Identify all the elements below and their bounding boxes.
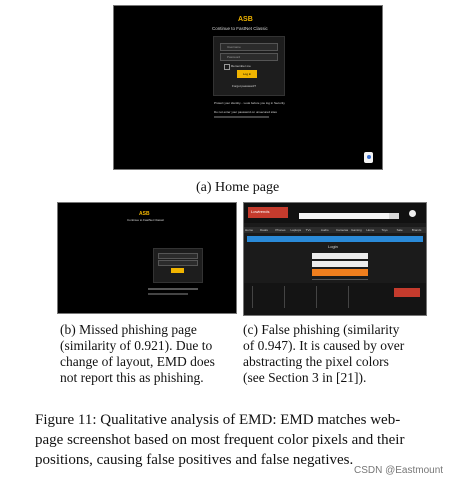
password-field[interactable]: Password: [220, 53, 278, 61]
footer-col-4: [348, 286, 373, 308]
nav-item[interactable]: Home: [366, 228, 375, 232]
username-field[interactable]: Username: [220, 43, 278, 51]
footer-col-3: [316, 286, 341, 308]
footer-c: [244, 283, 426, 315]
nav-item[interactable]: Deals: [260, 228, 268, 232]
nav-item[interactable]: Cameras: [336, 228, 349, 232]
caption-b-line-1: (b) Missed phishing page: [60, 322, 197, 337]
caption-c-line-3: abstracting the pixel colors: [243, 354, 389, 369]
login-button-b[interactable]: [171, 268, 184, 273]
footer-logo-c: [394, 288, 420, 297]
password-field-b[interactable]: [158, 260, 198, 266]
username-field-b[interactable]: [158, 253, 198, 259]
login-button[interactable]: Log in: [237, 70, 257, 78]
brand-logo: ASB: [238, 16, 253, 23]
remember-checkbox[interactable]: [224, 64, 230, 70]
search-button[interactable]: [389, 213, 399, 219]
nav-item[interactable]: Laptops: [290, 228, 302, 232]
login-title-c: Login: [328, 244, 338, 249]
caption-c-line-1: (c) False phishing (similarity: [243, 322, 400, 337]
password-placeholder: Password: [227, 55, 241, 59]
footer-line-1: Protect your identity... Look before you…: [214, 101, 285, 105]
nav-item[interactable]: Brands: [411, 228, 422, 232]
nav-item[interactable]: Phones: [275, 228, 286, 232]
login-panel-b: [153, 248, 203, 283]
page-heading: Continue to FastNet Classic: [212, 26, 268, 31]
login-panel: Username Password Remember me Log in For…: [213, 36, 285, 96]
footer-col-2: [284, 286, 309, 308]
forgot-link[interactable]: Forgot password?: [232, 84, 257, 88]
caption-c: (c) False phishing (similarity of 0.947)…: [243, 322, 425, 386]
footer-line-2: Do not enter your password on unsecured …: [214, 110, 277, 114]
username-placeholder: Username: [227, 45, 241, 49]
brand-logo-b: ASB: [139, 211, 150, 217]
nav-item[interactable]: Audio: [320, 228, 329, 232]
home-page-screenshot: ASB Continue to FastNet Classic Username…: [113, 5, 383, 170]
nav-item[interactable]: TVs: [305, 228, 311, 232]
nav-item[interactable]: Sale: [396, 228, 403, 232]
divider-c: [312, 279, 368, 280]
help-widget-icon[interactable]: [364, 152, 373, 163]
caption-c-line-4: (see Section 3 in [21]).: [243, 370, 367, 385]
remember-label: Remember me: [231, 64, 251, 68]
watermark: CSDN @Eastmount: [354, 465, 444, 476]
password-field-c[interactable]: [312, 261, 368, 267]
footer-text-b: [148, 288, 198, 290]
nav-item[interactable]: Toys: [381, 228, 388, 232]
nav-item[interactable]: Home: [245, 228, 254, 232]
login-button-c[interactable]: [312, 269, 368, 276]
nav-item[interactable]: Gaming: [351, 228, 362, 232]
footer-col-1: [252, 286, 277, 308]
figure-caption: Figure 11: Qualitative analysis of EMD: …: [35, 410, 465, 470]
caption-a: (a) Home page: [196, 180, 280, 195]
caption-c-line-2: of 0.947). It is caused by over: [243, 338, 405, 353]
login-button-label: Log in: [243, 72, 252, 76]
caption-b-line-3: change of layout, EMD does: [60, 354, 215, 369]
caption-b: (b) Missed phishing page (similarity of …: [60, 322, 236, 386]
figure-caption-line-2: page screenshot based on most frequent c…: [35, 432, 405, 448]
figure-caption-line-1: Figure 11: Qualitative analysis of EMD: …: [35, 412, 401, 428]
search-input[interactable]: [299, 213, 389, 219]
caption-b-line-4: not report this as phishing.: [60, 370, 204, 385]
footer-text-block: [214, 116, 269, 118]
page-heading-b: Continue to FastNet Classic: [127, 218, 165, 222]
missed-phishing-screenshot: ASB Continue to FastNet Classic: [57, 202, 237, 314]
figure-caption-line-3: positions, causing false positives and f…: [35, 452, 354, 468]
help-widget-dot: [367, 155, 371, 159]
promo-banner: [247, 236, 423, 242]
email-field-c[interactable]: [312, 253, 368, 259]
caption-b-line-2: (similarity of 0.921). Due to: [60, 338, 213, 353]
brand-logo-text: Lowtrends: [251, 209, 270, 214]
cart-icon[interactable]: [409, 210, 416, 217]
footer-text-b2: [148, 293, 188, 295]
brand-logo-c: Lowtrends: [248, 207, 288, 218]
